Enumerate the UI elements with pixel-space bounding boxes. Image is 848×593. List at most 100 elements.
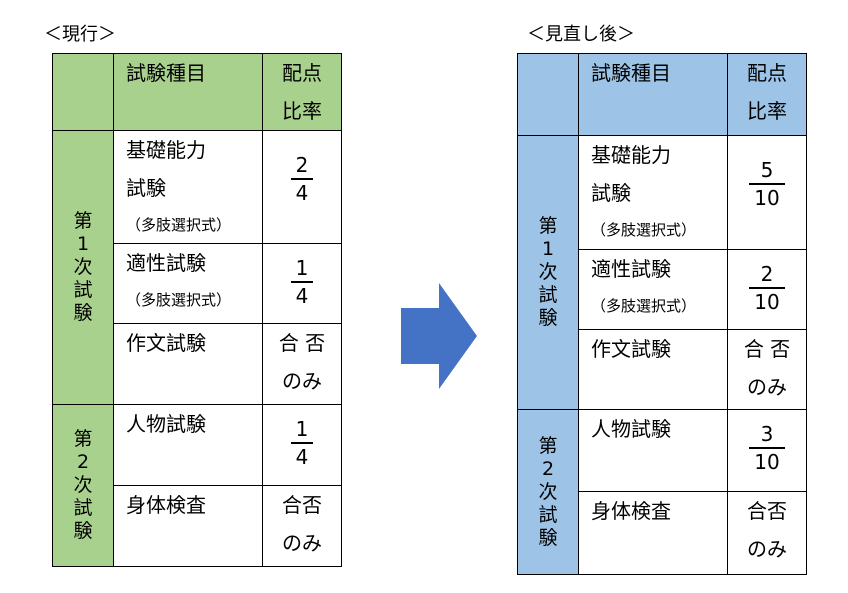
ratio-text-line2: のみ — [282, 531, 322, 555]
subject-note: （多肢選択式） — [591, 297, 697, 315]
ratio-fraction: 1 4 — [291, 256, 313, 308]
ratio-cell: 1 4 — [262, 404, 342, 486]
table-row: 身体検査 合否 のみ — [518, 491, 807, 575]
ratio-cell: 合否 のみ — [262, 485, 342, 567]
subject-cell: 適性試験 （多肢選択式） — [578, 249, 728, 330]
fraction-denominator: 10 — [754, 290, 780, 314]
stage1-label: 第 1 次 試 験 — [538, 215, 558, 329]
fraction-bar — [291, 442, 313, 444]
ratio-fraction: 2 4 — [291, 153, 313, 205]
header-ratio-cell: 配点 比率 — [262, 53, 342, 131]
ratio-fraction: 2 10 — [749, 262, 785, 314]
subject-name: 適性試験 — [126, 251, 206, 275]
subject-cell: 作文試験 — [113, 323, 263, 405]
ratio-cell: 2 4 — [262, 130, 342, 244]
fraction-numerator: 1 — [295, 256, 309, 280]
ratio-fraction: 5 10 — [749, 158, 785, 210]
ratio-cell: 2 10 — [727, 249, 807, 330]
ratio-text-line1: 合否 — [282, 493, 322, 517]
fraction-numerator: 1 — [295, 417, 309, 441]
right-arrow-icon — [401, 283, 477, 389]
ratio-text-line2: のみ — [747, 375, 787, 399]
subject-note: （多肢選択式） — [591, 221, 697, 239]
table-row: 適性試験 （多肢選択式） 1 4 — [53, 243, 342, 324]
subject-name: 身体検査 — [126, 493, 206, 517]
stage2-label-cell: 第 2 次 試 験 — [52, 404, 114, 567]
header-ratio-line2: 比率 — [747, 99, 787, 123]
subject-name-cont: 試験 — [591, 181, 631, 205]
ratio-cell: 1 4 — [262, 243, 342, 324]
subject-name: 適性試験 — [591, 257, 671, 281]
subject-cell: 基礎能力 試験 （多肢選択式） — [113, 130, 263, 244]
fraction-bar — [291, 281, 313, 283]
fraction-numerator: 3 — [760, 422, 774, 446]
stage2-label-cell: 第 2 次 試 験 — [517, 409, 579, 575]
subject-name: 作文試験 — [591, 337, 671, 361]
stage2-label: 第 2 次 試 験 — [538, 434, 558, 549]
table-row: 作文試験 合 否 のみ — [518, 329, 807, 410]
fraction-denominator: 4 — [295, 284, 309, 308]
ratio-text-line2: のみ — [747, 537, 787, 561]
ratio-cell: 合 否 のみ — [727, 329, 807, 410]
table-row: 作文試験 合 否 のみ — [53, 323, 342, 405]
header-ratio-line1: 配点 — [282, 61, 322, 85]
subject-cell: 身体検査 — [113, 485, 263, 567]
header-subject-cell: 試験種目 — [113, 53, 263, 131]
stage2-label: 第 2 次 試 験 — [73, 428, 93, 542]
subject-cell: 人物試験 — [578, 409, 728, 492]
ratio-cell: 5 10 — [727, 135, 807, 250]
fraction-numerator: 2 — [760, 262, 774, 286]
subject-name: 人物試験 — [126, 412, 206, 436]
header-subject: 試験種目 — [591, 61, 671, 85]
fraction-bar — [749, 447, 785, 449]
fraction-numerator: 2 — [295, 153, 309, 177]
table-row: 試験種目 配点 比率 — [52, 53, 342, 131]
subject-name: 作文試験 — [126, 331, 206, 355]
ratio-fraction: 3 10 — [749, 422, 785, 474]
subject-cell: 人物試験 — [113, 404, 263, 486]
header-blank-cell — [52, 53, 114, 131]
current-table: 試験種目 配点 比率 第 1 次 試 験 基礎能力 試験 （多肢選択式） — [52, 53, 342, 567]
header-ratio-line1: 配点 — [747, 61, 787, 85]
fraction-denominator: 10 — [754, 186, 780, 210]
subject-name: 身体検査 — [591, 499, 671, 523]
revised-table: 試験種目 配点 比率 第 1 次 試 験 基礎能力 試験 （多肢選択式） — [517, 53, 807, 575]
fraction-denominator: 4 — [295, 445, 309, 469]
fraction-denominator: 4 — [295, 181, 309, 205]
table-row: 身体検査 合否 のみ — [53, 485, 342, 567]
subject-name: 基礎能力 — [126, 138, 206, 162]
subject-cell: 身体検査 — [578, 491, 728, 575]
ratio-text-line1: 合 否 — [743, 337, 791, 361]
table-row: 第 1 次 試 験 基礎能力 試験 （多肢選択式） 5 10 — [517, 135, 807, 410]
revised-caption: ＜見直し後＞ — [527, 24, 635, 45]
header-subject: 試験種目 — [126, 61, 206, 85]
subject-cell: 作文試験 — [578, 329, 728, 410]
fraction-bar — [291, 178, 313, 180]
header-blank-cell — [517, 53, 579, 136]
ratio-cell: 合否 のみ — [727, 491, 807, 575]
table-row: 試験種目 配点 比率 — [517, 53, 807, 136]
ratio-text-line1: 合否 — [747, 499, 787, 523]
fraction-numerator: 5 — [760, 158, 774, 182]
header-ratio-line2: 比率 — [282, 99, 322, 123]
ratio-text-line2: のみ — [282, 369, 322, 393]
subject-name: 人物試験 — [591, 417, 671, 441]
current-caption: ＜現行＞ — [44, 24, 116, 45]
ratio-cell: 合 否 のみ — [262, 323, 342, 405]
header-ratio-cell: 配点 比率 — [727, 53, 807, 136]
table-row: 第 2 次 試 験 人物試験 3 10 — [517, 409, 807, 575]
fraction-denominator: 10 — [754, 450, 780, 474]
ratio-cell: 3 10 — [727, 409, 807, 492]
table-row: 適性試験 （多肢選択式） 2 10 — [518, 249, 807, 330]
table-row: 第 2 次 試 験 人物試験 1 4 — [52, 404, 342, 567]
table-row: 第 1 次 試 験 基礎能力 試験 （多肢選択式） 2 4 — [52, 130, 342, 405]
stage1-label: 第 1 次 試 験 — [73, 210, 93, 324]
header-subject-cell: 試験種目 — [578, 53, 728, 136]
subject-name: 基礎能力 — [591, 143, 671, 167]
subject-note: （多肢選択式） — [126, 291, 232, 309]
fraction-bar — [749, 287, 785, 289]
ratio-text-line1: 合 否 — [278, 331, 326, 355]
subject-cell: 基礎能力 試験 （多肢選択式） — [578, 135, 728, 250]
subject-note: （多肢選択式） — [126, 216, 232, 234]
subject-name-cont: 試験 — [126, 176, 166, 200]
